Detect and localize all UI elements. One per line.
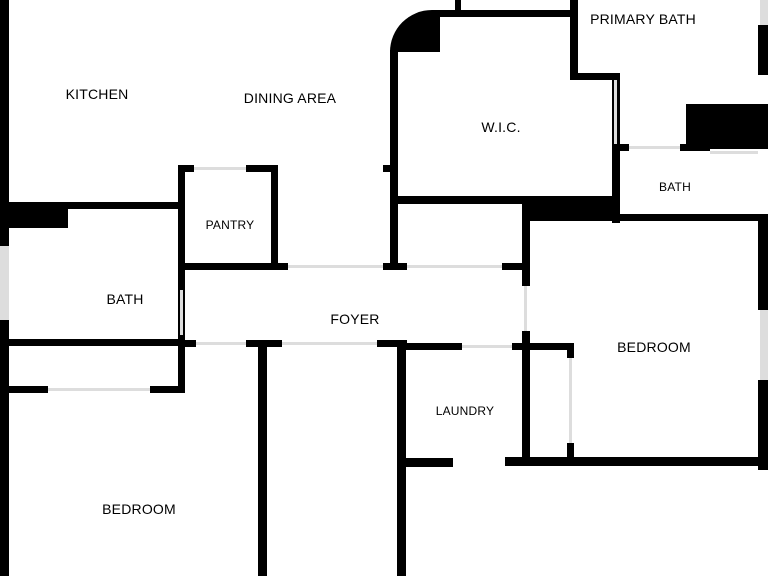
wall-pantry-top-left (178, 165, 194, 172)
wall-wic-left (390, 50, 398, 270)
room-label-primary-bath: PRIMARY BATH (590, 11, 696, 27)
wall-right-exterior-upper (758, 25, 768, 75)
room-label-bedroom-right: BEDROOM (617, 339, 691, 355)
wall-wic-bottom (390, 196, 620, 204)
wall-closet-right-lower (567, 443, 574, 463)
door-closet-left (48, 388, 150, 391)
wall-closet-front-right (150, 386, 185, 393)
wall-bath-bottom (612, 214, 768, 221)
wall-right-exterior-mid (758, 220, 768, 310)
wall-bath-top-left (612, 144, 629, 151)
room-label-pantry: PANTRY (205, 218, 255, 232)
door-closet-bedroom (569, 358, 572, 443)
wall-stub-small (383, 165, 393, 172)
wall-pantry-left (178, 165, 185, 345)
wall-bath-bottom-left (0, 339, 180, 346)
room-label-dining-area: DINING AREA (243, 90, 337, 106)
door-foyer-top-left (288, 265, 383, 268)
door-bath-left (180, 290, 183, 335)
wall-closet-front-left (0, 386, 48, 393)
wall-foyer-top-right (502, 263, 526, 270)
fixture-line (710, 151, 758, 154)
wall-closet-block (522, 196, 620, 221)
wall-wic-curved-corner (390, 10, 440, 52)
window-left-exterior (0, 246, 9, 320)
wall-laundry-top-right (512, 343, 530, 350)
door-foyer-bottom-mid (282, 342, 377, 345)
wall-pantry-top-right (246, 165, 277, 172)
room-label-kitchen: KITCHEN (65, 86, 129, 102)
wall-top-stub (455, 0, 461, 12)
shower-block (686, 104, 768, 149)
room-label-bedroom-left: BEDROOM (102, 501, 176, 517)
room-label-bath-right: BATH (659, 180, 691, 194)
wall-kitchen-bath (0, 202, 180, 209)
door-laundry (462, 345, 512, 348)
wall-primary-bath-bottom (570, 73, 620, 80)
window-right-exterior (760, 310, 768, 380)
openings (0, 0, 768, 443)
wall-closet-left (390, 196, 398, 270)
wall-laundry-top (397, 343, 462, 350)
door-wic-right (614, 80, 617, 144)
window-right-top (760, 0, 768, 25)
wall-left-exterior-bottom (0, 320, 9, 576)
wall-closet-side (178, 340, 185, 393)
wall-left-exterior-top (0, 0, 9, 246)
room-label-laundry: LAUNDRY (435, 404, 495, 418)
door-foyer-right (524, 286, 527, 331)
room-label-foyer: FOYER (330, 311, 380, 327)
wall-bedroom-bottom (505, 457, 768, 466)
door-foyer-bottom-left (196, 342, 246, 345)
room-label-bath-left: BATH (106, 291, 144, 307)
wall-primary-bath-left (570, 0, 578, 80)
door-pantry (194, 167, 246, 170)
wall-closet-right (567, 343, 574, 358)
wall-closet-top (522, 343, 574, 350)
wall-foyer-bottom-right (377, 340, 407, 347)
wall-bedroom-left-upper (522, 196, 530, 286)
room-label-wic: W.I.C. (481, 119, 521, 135)
wall-bedroom-left-lower (522, 331, 530, 461)
door-foyer-top-right (407, 265, 502, 268)
wall-hall-left (258, 340, 267, 576)
wall-foyer-top-left (178, 263, 288, 270)
wall-right-exterior-lower (758, 380, 768, 470)
wall-pantry-right (271, 165, 278, 270)
wall-laundry-bottom-left (397, 458, 453, 467)
wall-foyer-bottom-left (178, 340, 196, 347)
wall-wic-top (432, 10, 572, 17)
door-bath-right (629, 146, 680, 149)
